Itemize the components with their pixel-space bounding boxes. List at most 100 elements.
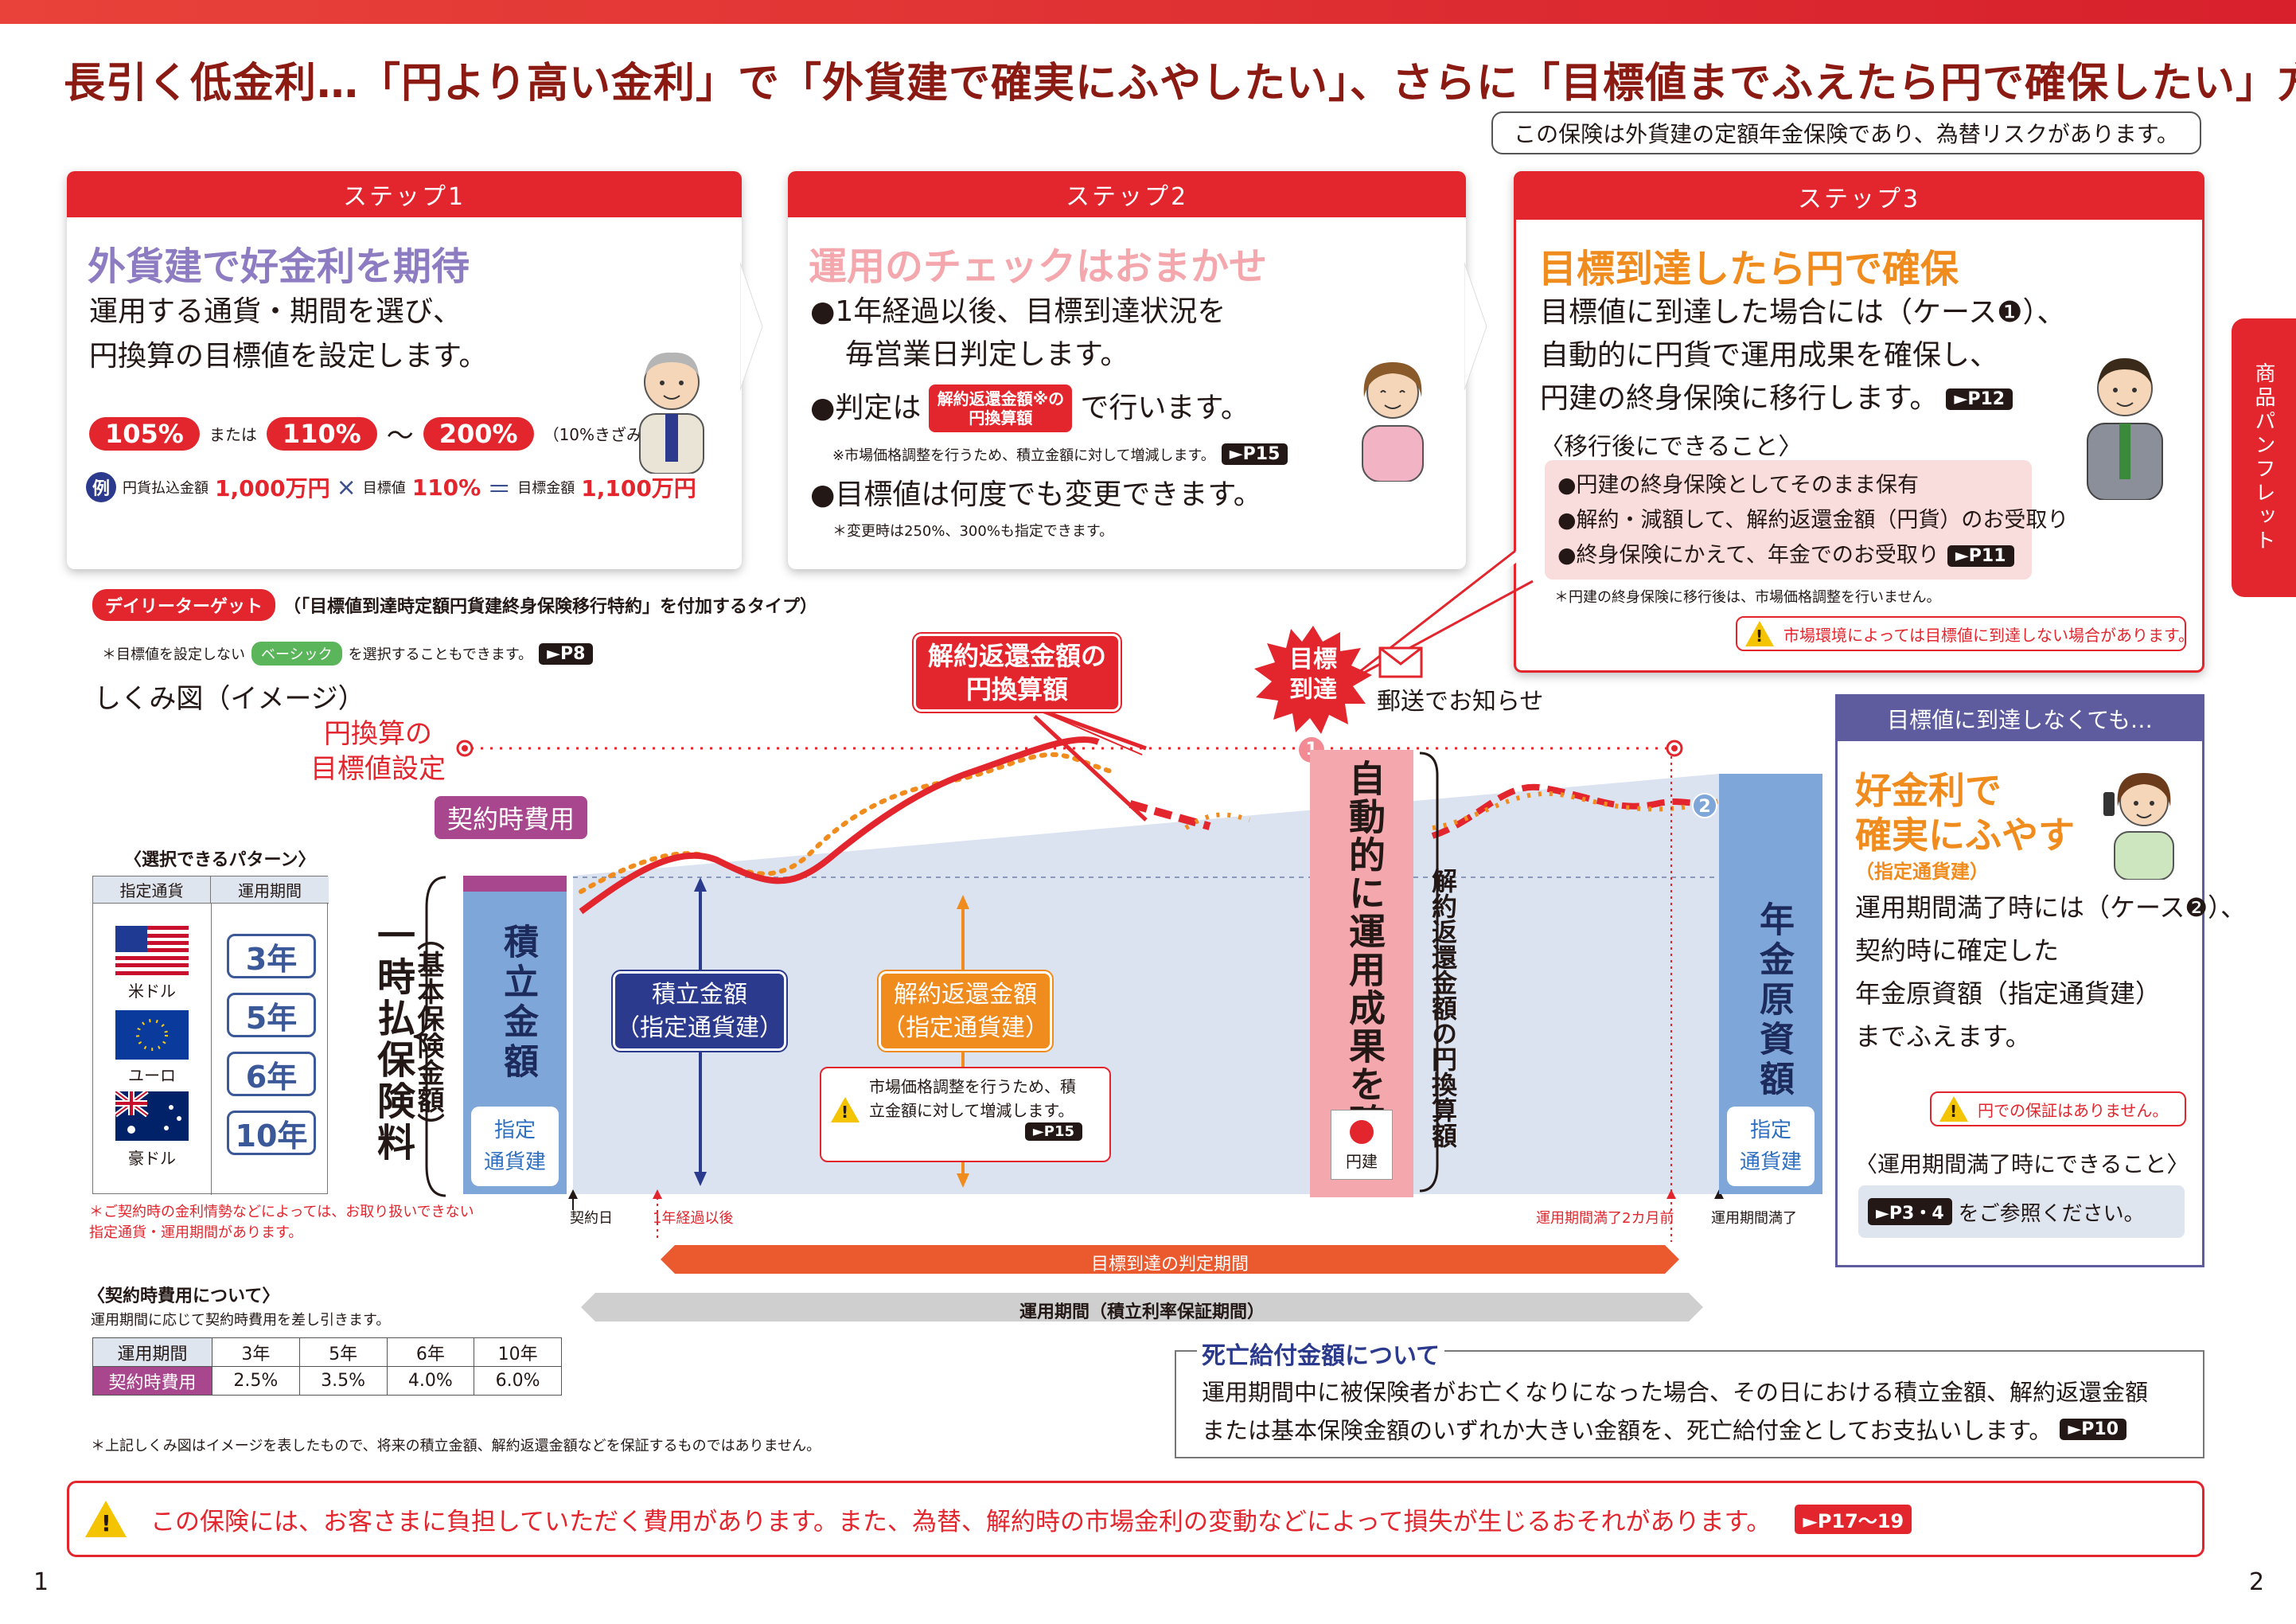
yen-value-callout: 解約返還金額の 円換算額 xyxy=(914,634,1121,712)
accum-currency-tag: 指定 通貨建 xyxy=(471,1107,559,1186)
col-currency-header: 指定通貨 xyxy=(93,876,211,904)
ex-label1: 円貨払込金額 xyxy=(123,480,209,497)
step3-line3: 円建の終身保険に移行します。 xyxy=(1540,382,1939,415)
period-10y: 10年 xyxy=(227,1111,316,1155)
not-reached-header: 目標値に到達しなくても… xyxy=(1838,697,2202,741)
ex-eq: ＝ xyxy=(487,476,512,504)
currency-aud: 豪ドル xyxy=(128,1149,176,1168)
step3-card: ステップ3 目標到達したら円で確保 目標値に到達した場合には（ケース❶）、 自動… xyxy=(1514,171,2204,673)
death-benefit-box: 死亡給付金額について 運用期間中に被保険者がお亡くなりになった場合、その日におけ… xyxy=(1175,1336,2204,1458)
warning-icon: ! xyxy=(1939,1096,1968,1122)
step1-line2: 円換算の目標値を設定します。 xyxy=(89,340,488,373)
ref-p15-chart[interactable]: ►P15 xyxy=(1024,1122,1082,1141)
step2-line1: ●1年経過以後、目標到達状況を xyxy=(810,295,1226,328)
warning-icon: ! xyxy=(1745,621,1774,646)
step1-line1: 運用する通貨・期間を選び、 xyxy=(89,295,462,328)
surrender-yen-brace xyxy=(1419,751,1439,1193)
yen-tag: 円建 xyxy=(1331,1110,1393,1180)
x-one-year: 1年経過以後 xyxy=(653,1210,734,1227)
step2-title: 運用のチェックはおまかせ xyxy=(809,244,1268,289)
step3-warning-text: 市場環境によっては目標値に到達しない場合があります。 xyxy=(1783,625,2194,645)
top-accent-bar xyxy=(0,0,2296,24)
step3-title: 目標到達したら円で確保 xyxy=(1538,247,1959,291)
step3-note: ＊円建の終身保険に移行後は、市場価格調整を行いません。 xyxy=(1554,589,1941,606)
yen-tag-label: 円建 xyxy=(1346,1152,1378,1171)
ref-p15[interactable]: ►P15 xyxy=(1221,443,1288,465)
judge-post: で行います。 xyxy=(1080,392,1249,424)
accum-box: 積立金額 （指定通貨建） xyxy=(613,971,786,1051)
no-yen-guarantee-text: 円での保証はありません。 xyxy=(1978,1100,2169,1120)
case2-marker: 2 xyxy=(1692,793,1717,818)
not-reached-title1: 好金利で xyxy=(1855,769,2002,812)
currency-usd: 米ドル xyxy=(128,982,176,1001)
after-item-3-row: ●終身保険にかえて、年金でのお受取り ►P11 xyxy=(1557,538,2019,573)
maturity-ref-text: をご参照ください。 xyxy=(1958,1201,2145,1226)
auto-secure-bar: 自動的に運用成果を確保 円建 xyxy=(1310,750,1413,1197)
fee-rate-3: 2.5% xyxy=(212,1366,300,1396)
step2-line4: ●目標値は何度でも変更できます。 xyxy=(810,478,1262,511)
diagram-title: しくみ図（イメージ） xyxy=(94,683,365,715)
basic-note-row: ＊目標値を設定しない ベーシック を選択することもできます。 ►P8 xyxy=(102,642,594,666)
fee-period-3: 3年 xyxy=(212,1337,300,1367)
not-reached-sub: （指定通貨建） xyxy=(1855,861,1989,883)
period-6y: 6年 xyxy=(227,1052,316,1096)
surrender-box: 解約返還金額 （指定通貨建） xyxy=(879,971,1052,1051)
step1-card: ステップ1 外貨建で好金利を期待 運用する通貨・期間を選び、 円換算の目標値を設… xyxy=(67,171,742,569)
ref-p11[interactable]: ►P11 xyxy=(1947,545,2014,567)
ref-p17-19[interactable]: ►P17〜19 xyxy=(1795,1504,1912,1534)
step2-note1: ※市場価格調整を行うため、積立金額に対して増減します。 xyxy=(832,447,1215,464)
fee-rate-6: 4.0% xyxy=(386,1366,475,1396)
judge-pre: ●判定は xyxy=(810,392,922,424)
au-flag-icon xyxy=(115,1091,189,1141)
premium-brace xyxy=(413,876,446,1197)
step3-line2: 自動的に円貨で運用成果を確保し、 xyxy=(1540,339,1999,372)
diagram-disclaimer: ＊上記しくみ図はイメージを表したもので、将来の積立金額、解約返還金額などを保証す… xyxy=(91,1438,821,1454)
judgment-period-band xyxy=(661,1245,1679,1274)
mva-warning-text: 市場価格調整を行うため、積立金額に対して増減します。 xyxy=(869,1077,1076,1120)
period-5y: 5年 xyxy=(227,993,316,1037)
step1-title: 外貨建で好金利を期待 xyxy=(88,244,470,289)
example-row: 例 円貨払込金額 1,000万円 × 目標値 110% ＝ 目標金額 1,100… xyxy=(86,470,696,505)
fee-period-5: 5年 xyxy=(298,1337,388,1367)
availability-note: ＊ご契約時の金利情勢などによっては、お取り扱いできない 指定通貨・運用期間があり… xyxy=(89,1204,474,1241)
pattern-table: 指定通貨 運用期間 米ドル ユーロ 豪ドル 3年 5年 6年 10年 xyxy=(92,876,329,1195)
basic-badge: ベーシック xyxy=(251,642,342,666)
fee-badge: 契約時費用 xyxy=(435,796,588,839)
death-benefit-line2-row: または基本保険金額のいずれか大きい金額を、死亡給付金としてお支払いします。 ►P… xyxy=(1202,1412,2127,1446)
ref-p8[interactable]: ►P8 xyxy=(539,642,594,665)
fee-table: 運用期間 3年 5年 6年 10年 契約時費用 2.5% 3.5% 4.0% 6… xyxy=(92,1337,562,1396)
tilde: 〜 xyxy=(386,420,414,452)
ref-p10[interactable]: ►P10 xyxy=(2060,1418,2127,1440)
pct-105: 105% xyxy=(89,416,200,451)
mva-warning-body: 市場価格調整を行うため、積立金額に対して増減します。 ►P15 xyxy=(869,1075,1082,1141)
warning-icon: ! xyxy=(85,1501,127,1537)
or-label: または xyxy=(209,425,257,444)
premium-label: 一時払保険料 xyxy=(370,915,415,1164)
target-setting-label: 円換算の 目標値設定 xyxy=(310,718,446,785)
ref-p3-4[interactable]: ►P3・4 xyxy=(1868,1198,1952,1225)
not-reached-line1: 運用期間満了時には（ケース❷）、 xyxy=(1855,892,2247,923)
premium-sub: （基本保険金額） xyxy=(412,923,444,1140)
step2-arrow xyxy=(1464,263,1487,390)
mail-icon xyxy=(1378,646,1423,678)
operation-period-label: 運用期間（積立利率保証期間） xyxy=(1019,1302,1265,1322)
step3-line3-row: 円建の終身保険に移行します。 ►P12 xyxy=(1540,377,2013,420)
not-reached-card: 目標値に到達しなくても… 好金利で 確実にふやす （指定通貨建） 運用期間満了時… xyxy=(1835,694,2246,1267)
after-item-1: ●円建の終身保険としてそのまま保有 xyxy=(1557,473,1919,498)
ex-val1: 1,000万円 xyxy=(215,475,330,502)
col-period-header: 運用期間 xyxy=(211,876,329,904)
currency-eur: ユーロ xyxy=(128,1066,176,1085)
after-transfer-box: ●円建の終身保険としてそのまま保有 ●解約・減額して、解約返還金額（円貨）のお受… xyxy=(1545,460,2068,580)
pct-110: 110% xyxy=(266,416,377,451)
eu-flag-icon xyxy=(115,1010,189,1060)
death-benefit-title: 死亡給付金額について xyxy=(1197,1336,1445,1371)
warning-icon: ! xyxy=(831,1097,860,1122)
ref-p12[interactable]: ►P12 xyxy=(1946,388,2013,410)
pension-bar-label: 年金原資額 xyxy=(1753,901,1794,1100)
fee-row2-label: 契約時費用 xyxy=(92,1366,212,1396)
fee-rate-5: 3.5% xyxy=(298,1366,388,1396)
side-index-tab[interactable]: 商品パンフレット xyxy=(2232,318,2296,597)
step2-card: ステップ2 運用のチェックはおまかせ ●1年経過以後、目標到達状況を 毎営業日判… xyxy=(788,171,1466,569)
x-contract-date: 契約日 xyxy=(570,1210,613,1227)
accumulation-bar: 積立金額 指定 通貨建 xyxy=(463,876,567,1194)
